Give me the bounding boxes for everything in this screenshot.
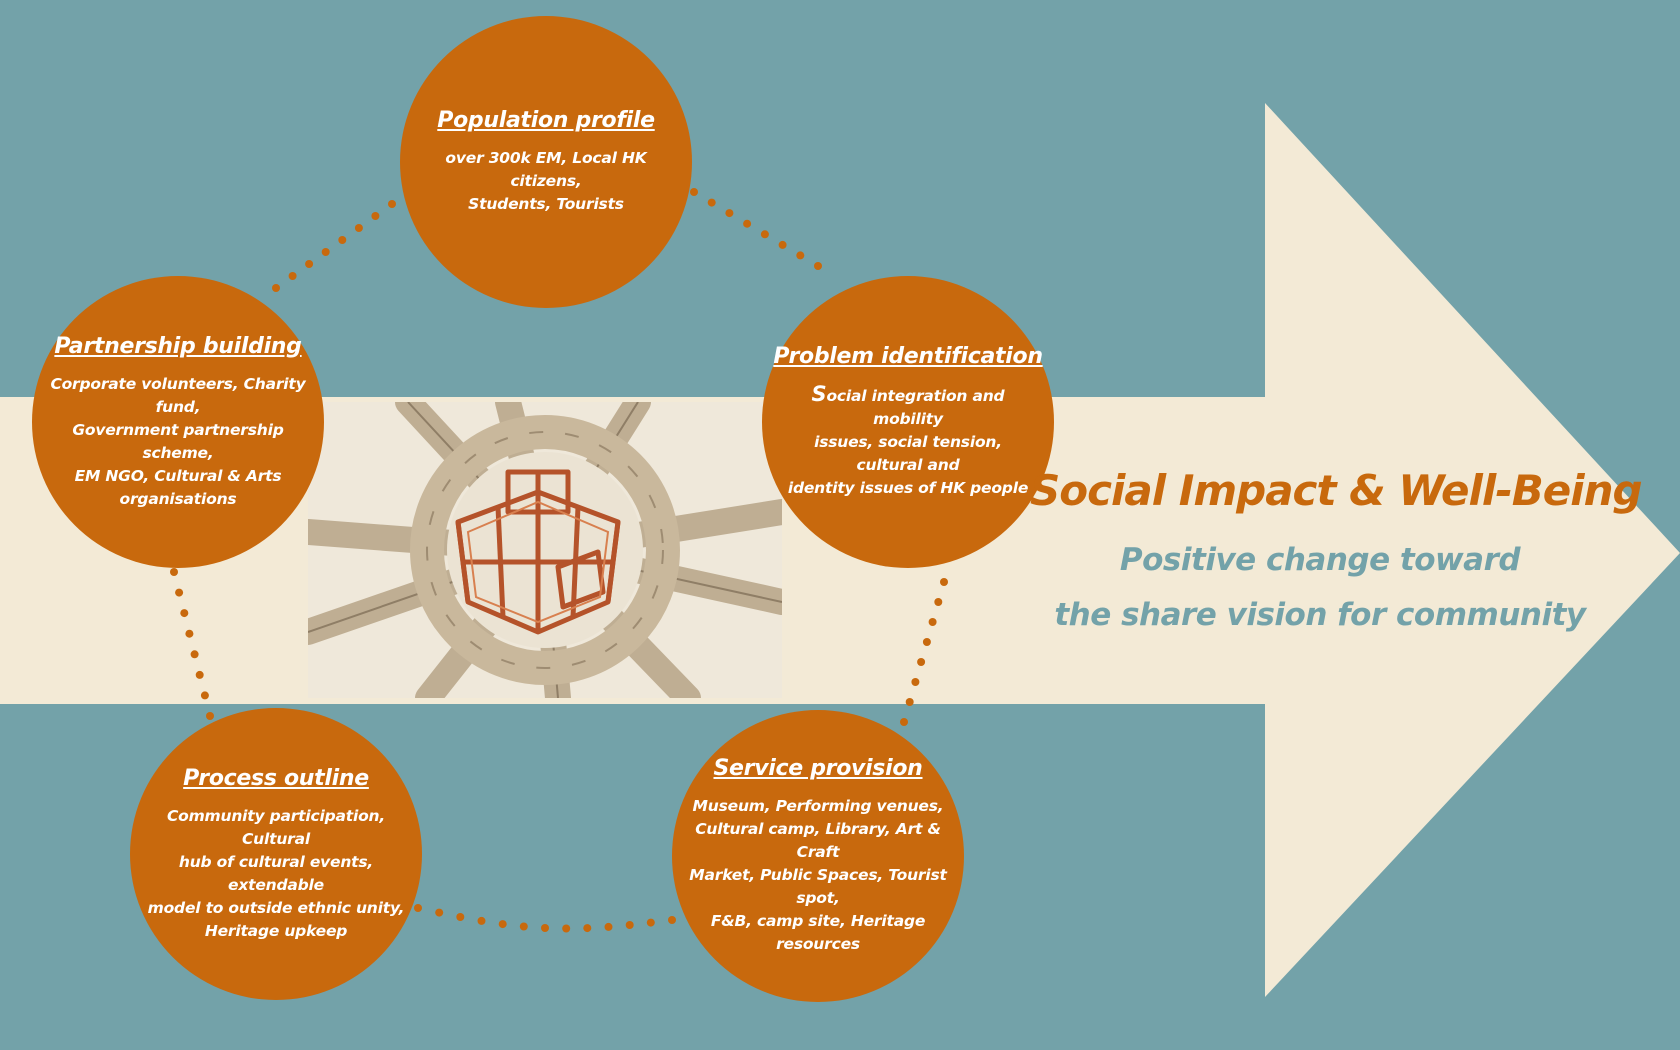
connector-dot: [180, 609, 189, 618]
connector-dot: [940, 578, 948, 586]
connector-dot: [435, 908, 444, 917]
node-title: Problem identification: [773, 344, 1043, 369]
linked-hands-building-image: [308, 402, 782, 698]
connector-dot: [190, 650, 199, 659]
node-line: Social integration and mobility: [784, 383, 1032, 431]
node-line: resources: [776, 935, 860, 953]
node-title: Population profile: [437, 108, 655, 133]
connector-dot: [934, 598, 943, 606]
connector-dot: [583, 924, 592, 933]
node-line: identity issues of HK people: [787, 479, 1029, 497]
node-line: model to outside ethnic unity,: [147, 898, 405, 917]
drop-cap: S: [811, 382, 827, 406]
connector-dot: [477, 916, 486, 925]
connector-dot: [456, 913, 465, 921]
node-line: Community participation, Cultural: [166, 806, 386, 848]
node-title: Service provision: [713, 756, 923, 781]
subline-1: Positive change toward: [1119, 542, 1521, 578]
connector-dot: [371, 212, 380, 220]
node-partnership-building: Partnership building Corporate volunteer…: [32, 276, 324, 568]
connector-dot: [760, 230, 769, 239]
node-description: Museum, Performing venues, Cultural camp…: [686, 795, 950, 956]
connector-dot: [646, 918, 655, 927]
connector-dot: [195, 670, 204, 679]
connector-dot: [725, 209, 734, 218]
connector-dot: [206, 712, 214, 720]
connector-dot: [625, 921, 634, 929]
connector-dot: [321, 248, 330, 256]
node-description: Corporate volunteers, Charity fund, Gove…: [46, 373, 310, 511]
node-line: Market, Public Spaces, Tourist spot,: [689, 866, 947, 907]
headline: Social Impact & Well-Being: [1030, 466, 1643, 515]
connector-dot: [200, 691, 209, 700]
node-line: Museum, Performing venues,: [692, 797, 944, 815]
connector-dot: [905, 698, 914, 706]
connector-dot: [604, 922, 613, 931]
node-line: F&B, camp site, Heritage: [710, 912, 926, 930]
node-population-profile: Population profile over 300k EM, Local H…: [400, 16, 692, 308]
node-line-rest: ocial integration and mobility: [826, 387, 1005, 428]
connector-dot: [272, 284, 280, 292]
connector-dot: [305, 260, 314, 268]
connector-dot: [170, 568, 178, 576]
node-line: Corporate volunteers, Charity fund,: [50, 374, 306, 416]
node-description: Social integration and mobility issues, …: [784, 383, 1032, 500]
connector-dot: [917, 658, 926, 666]
connector-dot: [562, 924, 571, 933]
connector-dot: [519, 922, 528, 931]
connector-dot: [743, 219, 752, 228]
node-title: Process outline: [183, 765, 369, 791]
connector-dot: [668, 916, 676, 924]
connector-dot: [707, 198, 716, 207]
node-line: Government partnership scheme,: [72, 420, 284, 462]
node-line: Heritage upkeep: [204, 921, 348, 940]
node-line: over 300k EM, Local HK citizens,: [445, 149, 647, 190]
node-description: Community participation, Cultural hub of…: [144, 805, 408, 943]
connector-dot: [922, 638, 931, 646]
connector-dot: [541, 924, 549, 932]
node-line: hub of cultural events, extendable: [178, 852, 374, 894]
node-line: Cultural camp, Library, Art & Craft: [695, 820, 941, 861]
linked-hands-building-icon: [308, 402, 782, 698]
connector-dot: [185, 629, 194, 638]
connector-dot: [414, 904, 422, 912]
subline-2: the share vision for community: [1054, 597, 1586, 633]
connector-dot: [498, 920, 507, 929]
connector-dot: [911, 678, 920, 686]
connector-dot: [175, 588, 184, 597]
node-line: Students, Tourists: [468, 195, 624, 213]
node-line: issues, social tension, cultural and: [814, 433, 1002, 474]
connector-dot: [928, 618, 937, 626]
connector-dot: [814, 262, 822, 270]
connector-dot: [778, 240, 787, 249]
node-process-outline: Process outline Community participation,…: [130, 708, 422, 1000]
node-problem-identification: Problem identification Social integratio…: [762, 276, 1054, 568]
connector-dot: [288, 272, 297, 280]
connector-dot: [338, 236, 347, 244]
node-description: over 300k EM, Local HK citizens, Student…: [426, 147, 666, 216]
node-title: Partnership building: [54, 333, 302, 359]
connector-dot: [354, 224, 363, 232]
node-service-provision: Service provision Museum, Performing ven…: [672, 710, 964, 1002]
dotted-connector-ring: [170, 188, 948, 933]
connector-dot: [900, 718, 908, 726]
node-line: organisations: [119, 489, 237, 508]
connector-dot: [796, 251, 805, 260]
node-line: EM NGO, Cultural & Arts: [74, 466, 282, 485]
connector-dot: [690, 188, 698, 196]
connector-dot: [388, 200, 396, 208]
